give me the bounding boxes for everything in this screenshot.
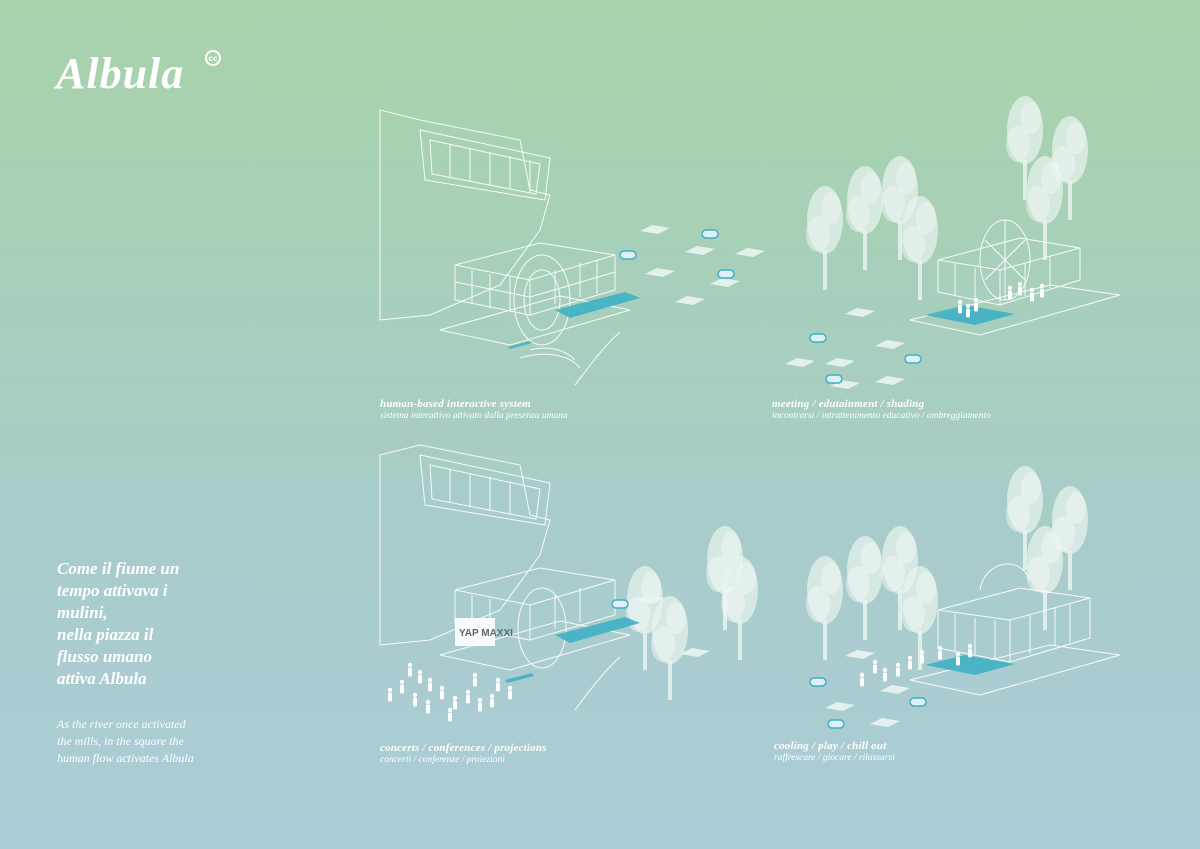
creative-commons-icon: cc [205, 50, 221, 66]
caption-subtitle: concerti / conferenze / proiezioni [380, 755, 505, 765]
panel-caption: cooling / play / chill out raffrescare /… [774, 740, 895, 763]
caption-title: cooling / play / chill out [774, 740, 887, 752]
isometric-drawing [806, 466, 1121, 729]
caption-title: concerts / conferences / projections [380, 742, 547, 754]
caption-title: human-based interactive system [380, 398, 531, 410]
caption-subtitle: sistema interattivo attivato dalla prese… [380, 411, 568, 421]
quote-line: nella piazza il [57, 625, 154, 644]
page-title: Albula [56, 49, 185, 98]
quote-line: flusso umano [57, 647, 152, 666]
quote-line: attiva Albula [57, 669, 147, 688]
sign-text: YAP MAXXI [459, 628, 513, 639]
panel-cooling: cooling / play / chill out raffrescare /… [770, 440, 1150, 780]
sign-panel [455, 618, 495, 646]
panel-concerts: YAP MAXXI concerts / conferences / proje… [379, 444, 780, 780]
isometric-drawing [785, 96, 1121, 389]
isometric-drawing [379, 109, 765, 386]
quote-line: As the river once activated [57, 717, 186, 731]
panel-caption: meeting / edutainment / shading incontra… [772, 398, 991, 421]
english-quote: As the river once activated the mills, i… [57, 716, 257, 767]
panel-caption: human-based interactive system sistema i… [380, 398, 568, 421]
panel-interactive-system: human-based interactive system sistema i… [379, 100, 780, 430]
italian-quote: Come il fiume un tempo attivava i mulini… [57, 558, 257, 690]
caption-subtitle: raffrescare / giocare / rilassarsi [774, 753, 895, 763]
isometric-drawing: YAP MAXXI [379, 444, 758, 722]
quote-line: tempo attivava i [57, 581, 168, 600]
caption-title: meeting / edutainment / shading [772, 398, 925, 410]
quote-line: Come il fiume un [57, 559, 180, 578]
panel-caption: concerts / conferences / projections con… [380, 742, 547, 765]
quote-line: the mills, in the square the [57, 734, 184, 748]
quote-line: human flow activates Albula [57, 751, 194, 765]
panel-meeting: meeting / edutainment / shading incontra… [770, 80, 1150, 430]
quote-line: mulini, [57, 603, 108, 622]
caption-subtitle: incontrarsi / intrattenimento educativo … [772, 411, 991, 421]
